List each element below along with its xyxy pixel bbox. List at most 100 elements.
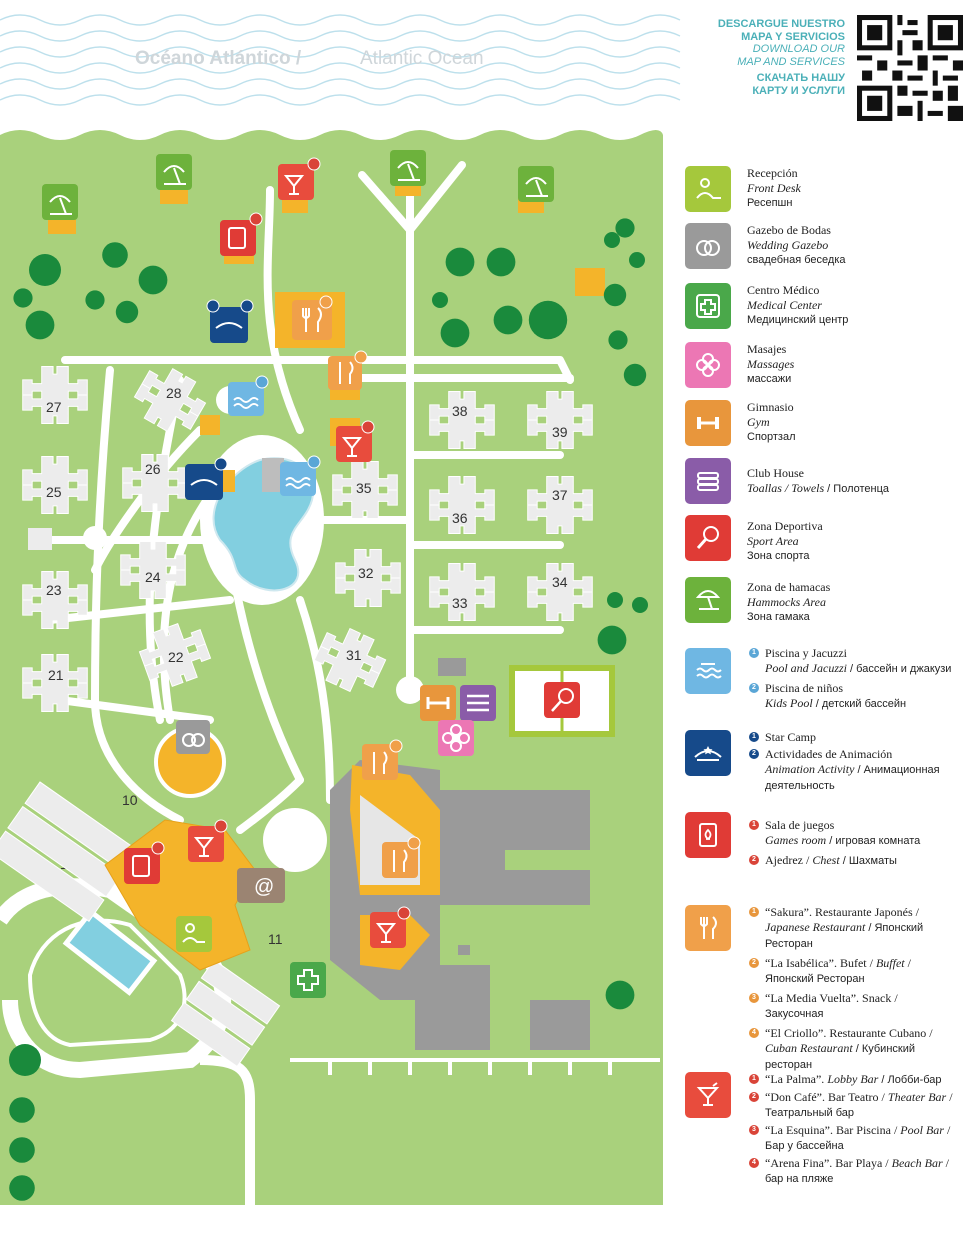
sport-marker-icon bbox=[544, 682, 580, 718]
download-text-es: DESCARGUE NUESTRO bbox=[717, 18, 845, 30]
medical-cross-icon bbox=[685, 283, 731, 329]
building-number: 21 bbox=[48, 667, 64, 683]
legend-label-es: Masajes bbox=[747, 342, 787, 356]
ocean-title-en: Atlantic Ocean bbox=[360, 48, 484, 69]
towels-marker-icon bbox=[460, 685, 496, 721]
reception-icon bbox=[685, 166, 731, 212]
restaurant-marker-icon bbox=[328, 350, 368, 390]
legend-label-es: Zona Deportiva bbox=[747, 519, 823, 533]
lobby-bar-marker-icon bbox=[188, 819, 228, 862]
legend-label-es: “La Isabélica”. Bufet / bbox=[765, 956, 873, 970]
legend-label-ru: Японский Ресторан bbox=[765, 973, 865, 985]
building-number: 34 bbox=[552, 574, 568, 590]
row-houses-10-12 bbox=[0, 781, 281, 1068]
legend-label-ru: Кубинский ресторан bbox=[765, 1043, 915, 1071]
legend-label-es: Piscina de niños bbox=[765, 681, 843, 695]
building-number: 37 bbox=[552, 487, 568, 503]
hammock-marker-icon bbox=[156, 154, 192, 190]
legend-label-en: Front Desk bbox=[747, 181, 801, 195]
qr-code-icon[interactable] bbox=[857, 15, 963, 121]
reception-marker-icon bbox=[176, 916, 212, 952]
fork-knife-icon bbox=[685, 905, 731, 951]
animation-marker-icon bbox=[185, 457, 228, 500]
gym-marker-icon bbox=[420, 685, 456, 721]
massage-marker-icon bbox=[438, 720, 474, 756]
legend-label-es: “La Esquina”. Bar Piscina / bbox=[765, 1123, 898, 1137]
building-number: 25 bbox=[46, 484, 62, 500]
hammock-marker-icon bbox=[390, 150, 426, 186]
legend-label-en: Buffet bbox=[875, 956, 905, 970]
legend-label-ru: Ресепшн bbox=[747, 197, 793, 209]
legend-label-es: Gimnasio bbox=[747, 400, 794, 414]
legend-label-en: Lobby Bar bbox=[827, 1072, 879, 1086]
download-text-en: DOWNLOAD OUR bbox=[752, 43, 845, 55]
legend-label-es: Recepción bbox=[747, 166, 798, 180]
map-icons bbox=[42, 150, 580, 998]
legend-label-en: Kids Pool bbox=[765, 696, 813, 710]
legend-label-en: Theater Bar bbox=[887, 1090, 947, 1104]
building-number: 31 bbox=[346, 647, 362, 663]
download-text-en: MAP AND SERVICES bbox=[737, 55, 845, 68]
legend-label-ru: свадебная беседка bbox=[747, 254, 846, 266]
building-number: 23 bbox=[46, 582, 62, 598]
legend-label-ru: Бар у бассейна bbox=[765, 1140, 844, 1152]
legend-label-en: Animation Activity bbox=[765, 762, 855, 776]
legend-label-es: Zona de hamacas bbox=[747, 580, 831, 594]
small-pool bbox=[62, 908, 158, 996]
legend-label-ru: / Полотенца bbox=[827, 483, 890, 495]
building-number: 33 bbox=[452, 595, 468, 611]
theater-bar-marker-icon bbox=[370, 906, 411, 948]
hammock-marker-icon bbox=[518, 166, 554, 202]
building-number: 35 bbox=[356, 480, 372, 496]
building-number: 22 bbox=[168, 649, 184, 665]
sport-court bbox=[509, 665, 615, 737]
gazebo-marker-icon bbox=[176, 720, 210, 754]
building-number: 27 bbox=[46, 399, 62, 415]
legend-label-es: “El Criollo”. Restaurante Cubano / bbox=[765, 1026, 933, 1040]
legend-label-en: Beach Bar bbox=[891, 1156, 943, 1170]
legend-label-ru: Зона гамака bbox=[747, 611, 810, 623]
legend-label-es: Ajedrez bbox=[765, 853, 803, 867]
legend-label-es: “Don Café”. Bar Teatro / bbox=[765, 1090, 885, 1104]
playing-card-icon bbox=[685, 812, 731, 858]
download-map-block: DESCARGUE NUESTRO MAPA Y SERVICIOS DOWNL… bbox=[700, 18, 845, 97]
legend-label-es: “Sakura”. Restaurante Japonés / bbox=[765, 905, 919, 919]
legend-label-en: Hammocks Area bbox=[747, 595, 826, 609]
residential-buildings bbox=[22, 358, 593, 712]
building-number: 11 bbox=[268, 931, 283, 947]
pool-bar-marker-icon bbox=[336, 420, 375, 462]
download-text-es: MAPA Y SERVICIOS bbox=[741, 30, 845, 43]
hammock-marker-icon bbox=[42, 184, 78, 220]
building-number: 38 bbox=[452, 403, 468, 419]
legend-label-es: “La Palma”. bbox=[765, 1072, 825, 1086]
kids-pool-marker-icon bbox=[280, 455, 321, 496]
cocktail-icon bbox=[685, 1072, 731, 1118]
beach-umbrella-icon bbox=[685, 577, 731, 623]
chess-marker-icon bbox=[220, 212, 263, 256]
medical-marker-icon bbox=[290, 962, 326, 998]
legend-label-ru: игровая комната bbox=[835, 835, 921, 847]
legend-label-es: Gazebo de Bodas bbox=[747, 223, 831, 237]
legend-label-en: Pool and Jacuzzi bbox=[765, 661, 847, 675]
legend-label-es: Star Camp bbox=[765, 730, 816, 744]
legend-label-en: Toallas / Towels bbox=[747, 481, 825, 495]
ocean-waves bbox=[0, 14, 681, 106]
legend-label-es: “La Media Vuelta”. Snack / bbox=[765, 991, 898, 1005]
towels-icon bbox=[685, 458, 731, 504]
legend-label-ru: детский бассейн bbox=[821, 698, 907, 710]
legend-label-en: Pool Bar bbox=[900, 1123, 944, 1137]
legend-label-ru: Закусочная bbox=[765, 1008, 824, 1020]
legend-label-en: Chest bbox=[812, 853, 840, 867]
legend-label-en: Japanese Restaurant bbox=[765, 920, 866, 934]
legend-label-ru: массажи bbox=[747, 373, 792, 385]
legend-label-en: Gym bbox=[747, 415, 770, 429]
internet-icon: @ bbox=[254, 876, 274, 898]
building-number: 24 bbox=[145, 569, 161, 585]
legend-label-ru: Японский Ресторан bbox=[765, 922, 924, 950]
building-number: 39 bbox=[552, 424, 568, 440]
building-number: 28 bbox=[166, 385, 182, 401]
legend-label-ru: бассейн и джакузи bbox=[856, 663, 952, 675]
legend-label-en: Sport Area bbox=[747, 534, 799, 548]
theater-complex bbox=[330, 760, 590, 1050]
